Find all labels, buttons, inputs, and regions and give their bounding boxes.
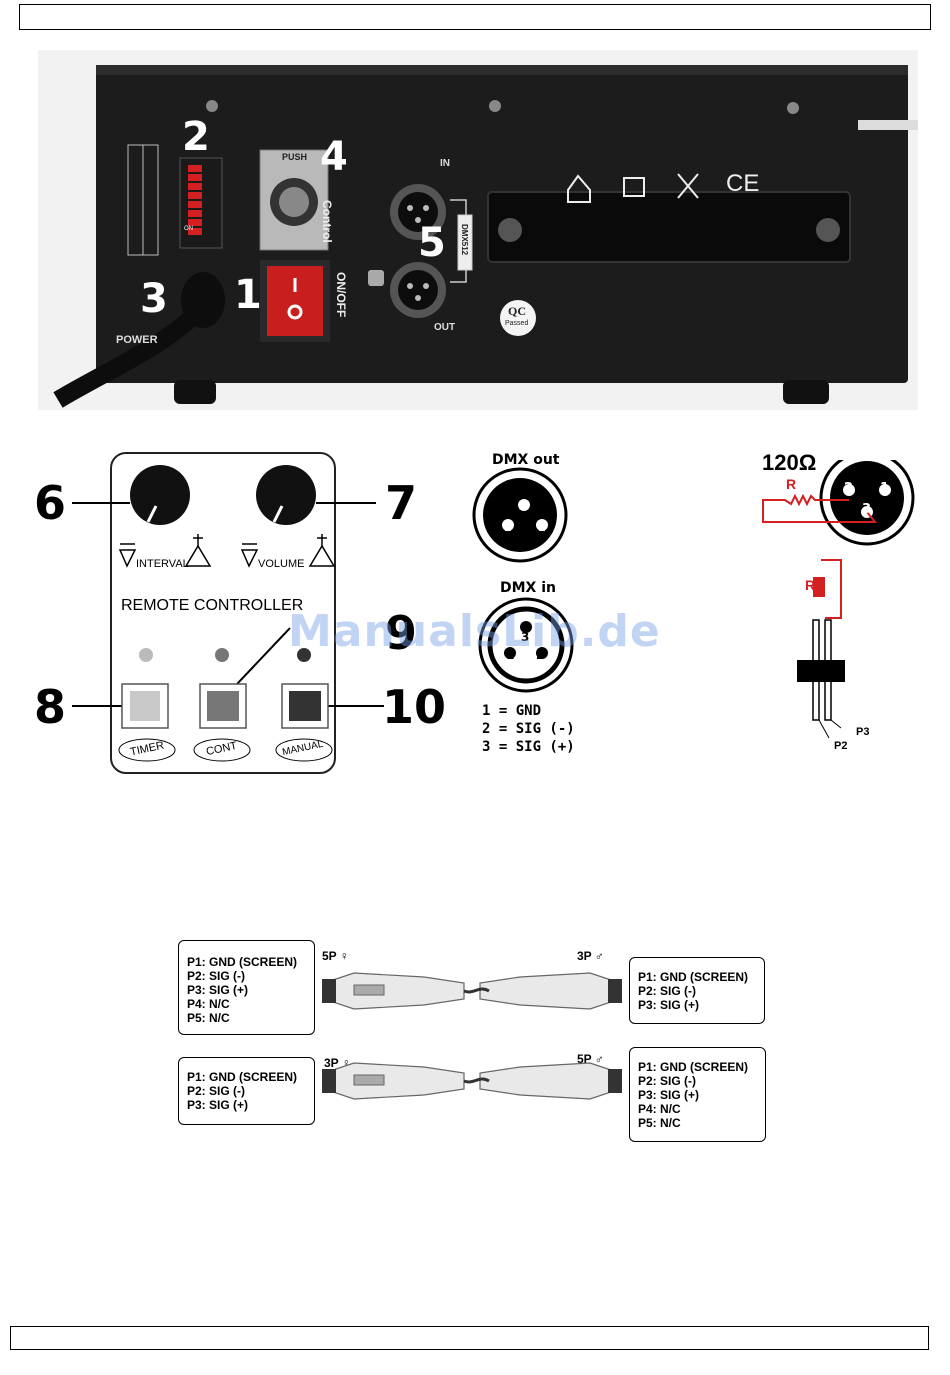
terminator-resistance: 120Ω [762,450,817,475]
dmx-out-pin-3: 3 [519,500,527,513]
dmx-in-pin-1: 1 [506,648,515,662]
callout-5: 5 [418,220,446,266]
pin-legend: 1 = GND 2 = SIG (-) 3 = SIG (+) [482,702,575,756]
pin-legend-sig-minus: 2 = SIG (-) [482,721,575,737]
device-rear-panel-illustration [53,65,918,408]
top-right-pinout-box: P1: GND (SCREEN) P2: SIG (-) P3: SIG (+) [629,957,765,1024]
bottom-right-pinout-box: P1: GND (SCREEN) P2: SIG (-) P3: SIG (+)… [629,1047,766,1142]
volume-label: VOLUME [258,558,305,570]
power-label: POWER [116,334,158,346]
remote-controller-title: REMOTE CONTROLLER [121,597,304,614]
pin-line: P1: GND (SCREEN) [638,970,749,984]
ce-mark: CE [726,170,760,197]
terminator-drawing [762,460,915,739]
pin-line: P1: GND (SCREEN) [638,1060,749,1074]
callout-1: 1 [234,272,262,318]
terminator-pin-1: 1 [880,481,890,496]
pin-line: P3: SIG (+) [187,1098,249,1112]
control-label: Control [320,200,334,243]
pin-line: P5: N/C [638,1116,681,1130]
pin-line: P3: SIG (+) [638,998,700,1012]
pin-line: P5: N/C [187,1011,230,1025]
pin-line: P1: GND (SCREEN) [187,1070,298,1084]
push-label: PUSH [282,152,308,162]
pin-line: P3: SIG (+) [187,983,249,997]
interval-label: INTERVAL [136,558,189,570]
terminator-pin-2: 2 [844,481,854,496]
in-label: IN [440,158,450,169]
out-label: OUT [434,322,456,333]
bottom-left-pinout-box: P1: GND (SCREEN) P2: SIG (-) P3: SIG (+) [178,1057,315,1125]
bottom-right-connector-label: 5P ♂ [577,1052,604,1066]
pin-line: P4: N/C [638,1102,681,1116]
top-left-pinout-box: P1: GND (SCREEN) P2: SIG (-) P3: SIG (+)… [178,940,315,1035]
callout-2: 2 [182,114,210,160]
pin-line: P2: SIG (-) [187,1084,246,1098]
dmx-in-pin-2: 2 [536,648,545,662]
pin-legend-sig-plus: 3 = SIG (+) [482,739,575,755]
pin-legend-gnd: 1 = GND [482,703,542,719]
remote-controller-panel [110,452,336,774]
callout-10: 10 [382,680,447,734]
dmx512-label: DMX512 [460,224,469,256]
adapter-cable-drawings [322,972,622,1100]
pin-line: P3: SIG (+) [638,1088,700,1102]
onoff-label: ON/OFF [334,272,348,318]
device-rear-panel-photo: 1 2 3 4 5 PUSH Control ON/OFF POWER IN O… [38,50,918,410]
top-right-connector-label: 3P ♂ [577,949,604,963]
qc-sub-label: Passed [505,320,529,327]
pin-line: P2: SIG (-) [187,969,246,983]
dmx-in-pin-3: 3 [521,630,530,644]
pin-line: P2: SIG (-) [638,984,697,998]
pin-line: P1: GND (SCREEN) [187,955,298,969]
pin-line: P4: N/C [187,997,230,1011]
watermark: ManualsLib.de [288,606,661,657]
dmx-out-pin-2: 2 [504,521,512,534]
resistor-label-top: R [786,476,797,492]
callout-7: 7 [385,476,418,530]
callout-9: 9 [385,606,418,660]
callout-6: 6 [34,476,67,530]
header-frame [19,4,931,30]
terminator-pin-3: 3 [862,502,872,517]
callout-4: 4 [320,134,348,180]
footer-frame [10,1326,929,1350]
p2-label: P2 [834,740,848,752]
dmx-out-title: DMX out [492,452,560,468]
qc-label: QC [508,304,526,318]
callout-3: 3 [140,276,168,322]
resistor-label-bottom: R [805,577,816,593]
dip-on-label: ON [184,226,193,232]
dmx-in-title: DMX in [500,580,556,596]
dmx-connector-drawings [472,467,574,693]
top-left-connector-label: 5P ♀ [322,949,349,963]
pin-line: P2: SIG (-) [638,1074,697,1088]
callout-8: 8 [34,680,67,734]
dmx-out-pin-1: 1 [538,521,546,534]
remote-controller-drawing [72,465,384,762]
p3-label: P3 [856,726,870,738]
